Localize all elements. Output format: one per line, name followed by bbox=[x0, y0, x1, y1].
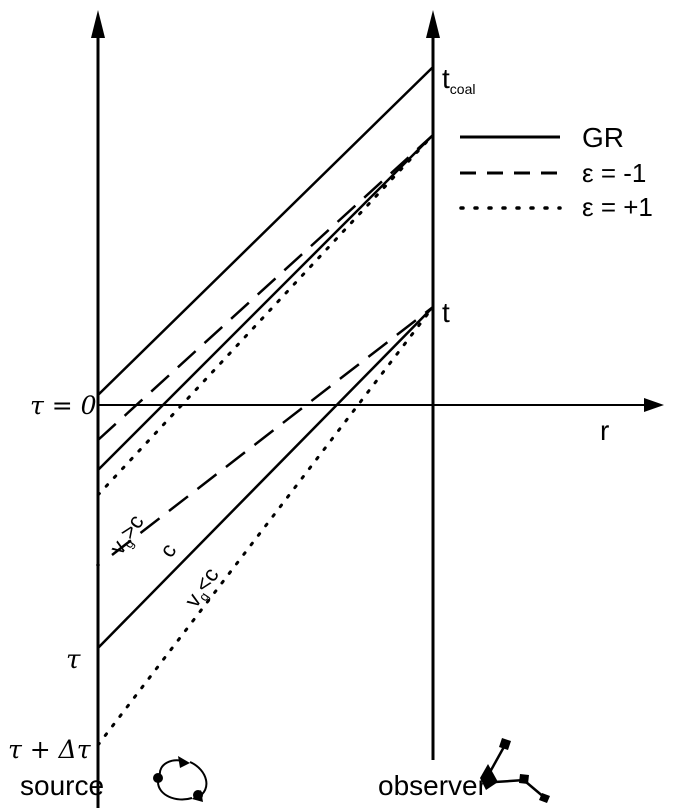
gr-signal-merger bbox=[97, 134, 434, 471]
vg-greater-c-label: vg>c bbox=[104, 510, 150, 560]
dotted-point bbox=[96, 563, 100, 567]
r-axis-label: r bbox=[600, 415, 609, 446]
legend-label-eps-minus: ε = -1 bbox=[582, 158, 646, 188]
source-axis-arrowhead bbox=[91, 10, 105, 38]
detector-icon bbox=[480, 738, 550, 803]
observer-label: observer bbox=[378, 770, 487, 801]
dashed-signal-upper bbox=[97, 134, 434, 441]
source-label: source bbox=[20, 770, 104, 801]
gr-signal-tau bbox=[97, 306, 434, 649]
t-coal-label: tcoal bbox=[442, 63, 475, 97]
legend-label-gr: GR bbox=[582, 122, 624, 153]
dashed-signal-lower bbox=[111, 306, 434, 556]
dotted-signal-lower bbox=[96, 305, 435, 747]
observer-axis-arrowhead bbox=[426, 10, 440, 38]
t-label: t bbox=[442, 297, 450, 328]
legend-label-eps-plus: ε = +1 bbox=[582, 192, 653, 222]
tau-delta-label: τ + Δτ bbox=[8, 735, 92, 764]
binary-orbit-icon bbox=[153, 756, 208, 802]
tau-label: τ bbox=[66, 645, 81, 675]
r-axis-arrowhead bbox=[644, 398, 664, 412]
tau-zero-label: τ = 0 bbox=[30, 391, 97, 420]
c-label: c bbox=[154, 539, 181, 562]
vg-less-c-label: vg<c bbox=[179, 563, 225, 613]
legend: GR ε = -1 ε = +1 bbox=[459, 122, 653, 222]
gr-signal-tau0 bbox=[97, 66, 434, 396]
dotted-signal-upper bbox=[96, 133, 435, 497]
